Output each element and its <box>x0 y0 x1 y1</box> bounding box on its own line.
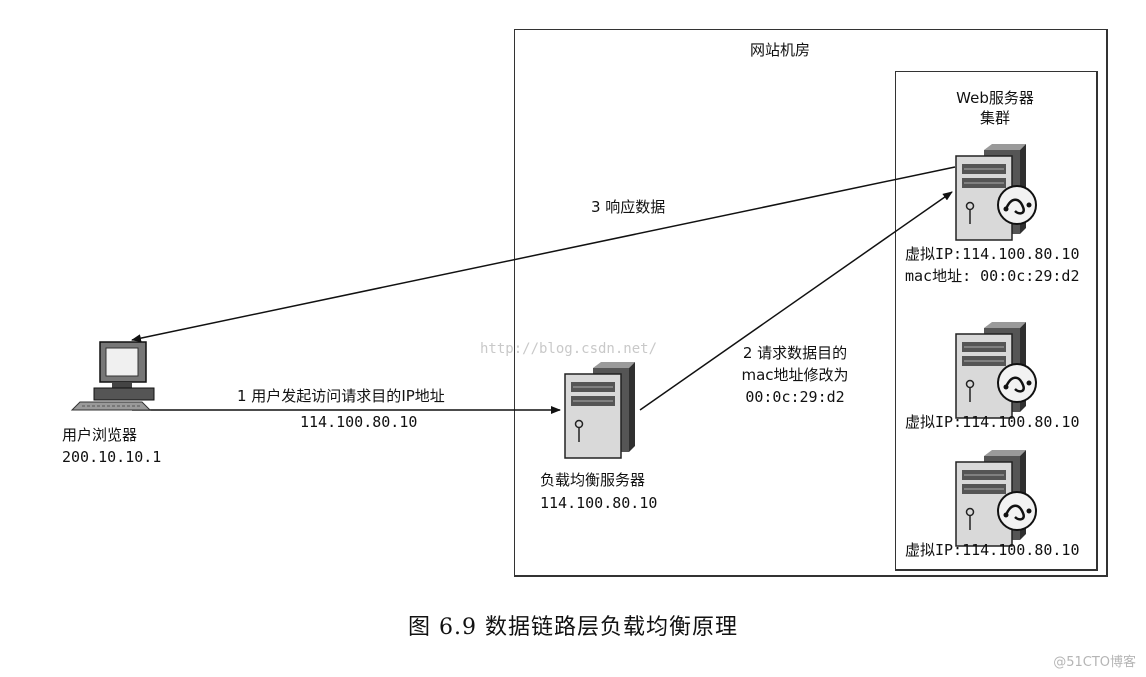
browser-name: 用户浏览器 <box>62 426 138 444</box>
browser-ip: 200.10.10.1 <box>62 448 162 466</box>
web-cluster-box <box>895 71 1098 571</box>
server2-ip-label: 虚拟IP:114.100.80.10 <box>905 413 1080 431</box>
network-globe-icon <box>996 184 1038 226</box>
step2-arrow <box>639 191 953 411</box>
cluster-title-line1: Web服务器 <box>956 89 1034 107</box>
server1-mac-label: mac地址: 00:0c:29:d2 <box>905 267 1080 285</box>
step2-label-line3: 00:0c:29:d2 <box>745 388 845 406</box>
step3-arrow <box>131 166 956 343</box>
computer-icon <box>70 341 155 411</box>
step3-label: 3 响应数据 <box>591 198 666 216</box>
load-balancer-ip: 114.100.80.10 <box>540 494 658 512</box>
server1-ip-label: 虚拟IP:114.100.80.10 <box>905 245 1080 263</box>
step1-ip: 114.100.80.10 <box>300 413 418 431</box>
server3-ip-label: 虚拟IP:114.100.80.10 <box>905 541 1080 559</box>
step2-label-line2: mac地址修改为 <box>741 366 849 384</box>
blog-watermark: http://blog.csdn.net/ <box>480 341 658 357</box>
corner-watermark: @51CTO博客 <box>1053 655 1136 670</box>
network-globe-icon <box>996 490 1038 532</box>
website-room-box <box>514 29 1108 577</box>
figure-caption: 图 6.9 数据链路层负载均衡原理 <box>408 615 738 640</box>
load-balancer-server-icon <box>564 361 636 459</box>
room-title: 网站机房 <box>750 41 811 59</box>
network-globe-icon <box>996 362 1038 404</box>
cluster-title-line2: 集群 <box>979 109 1010 127</box>
step1-label: 1 用户发起访问请求目的IP地址 <box>237 387 445 405</box>
load-balancer-name: 负载均衡服务器 <box>540 471 646 489</box>
step2-label-line1: 2 请求数据目的 <box>742 344 848 362</box>
